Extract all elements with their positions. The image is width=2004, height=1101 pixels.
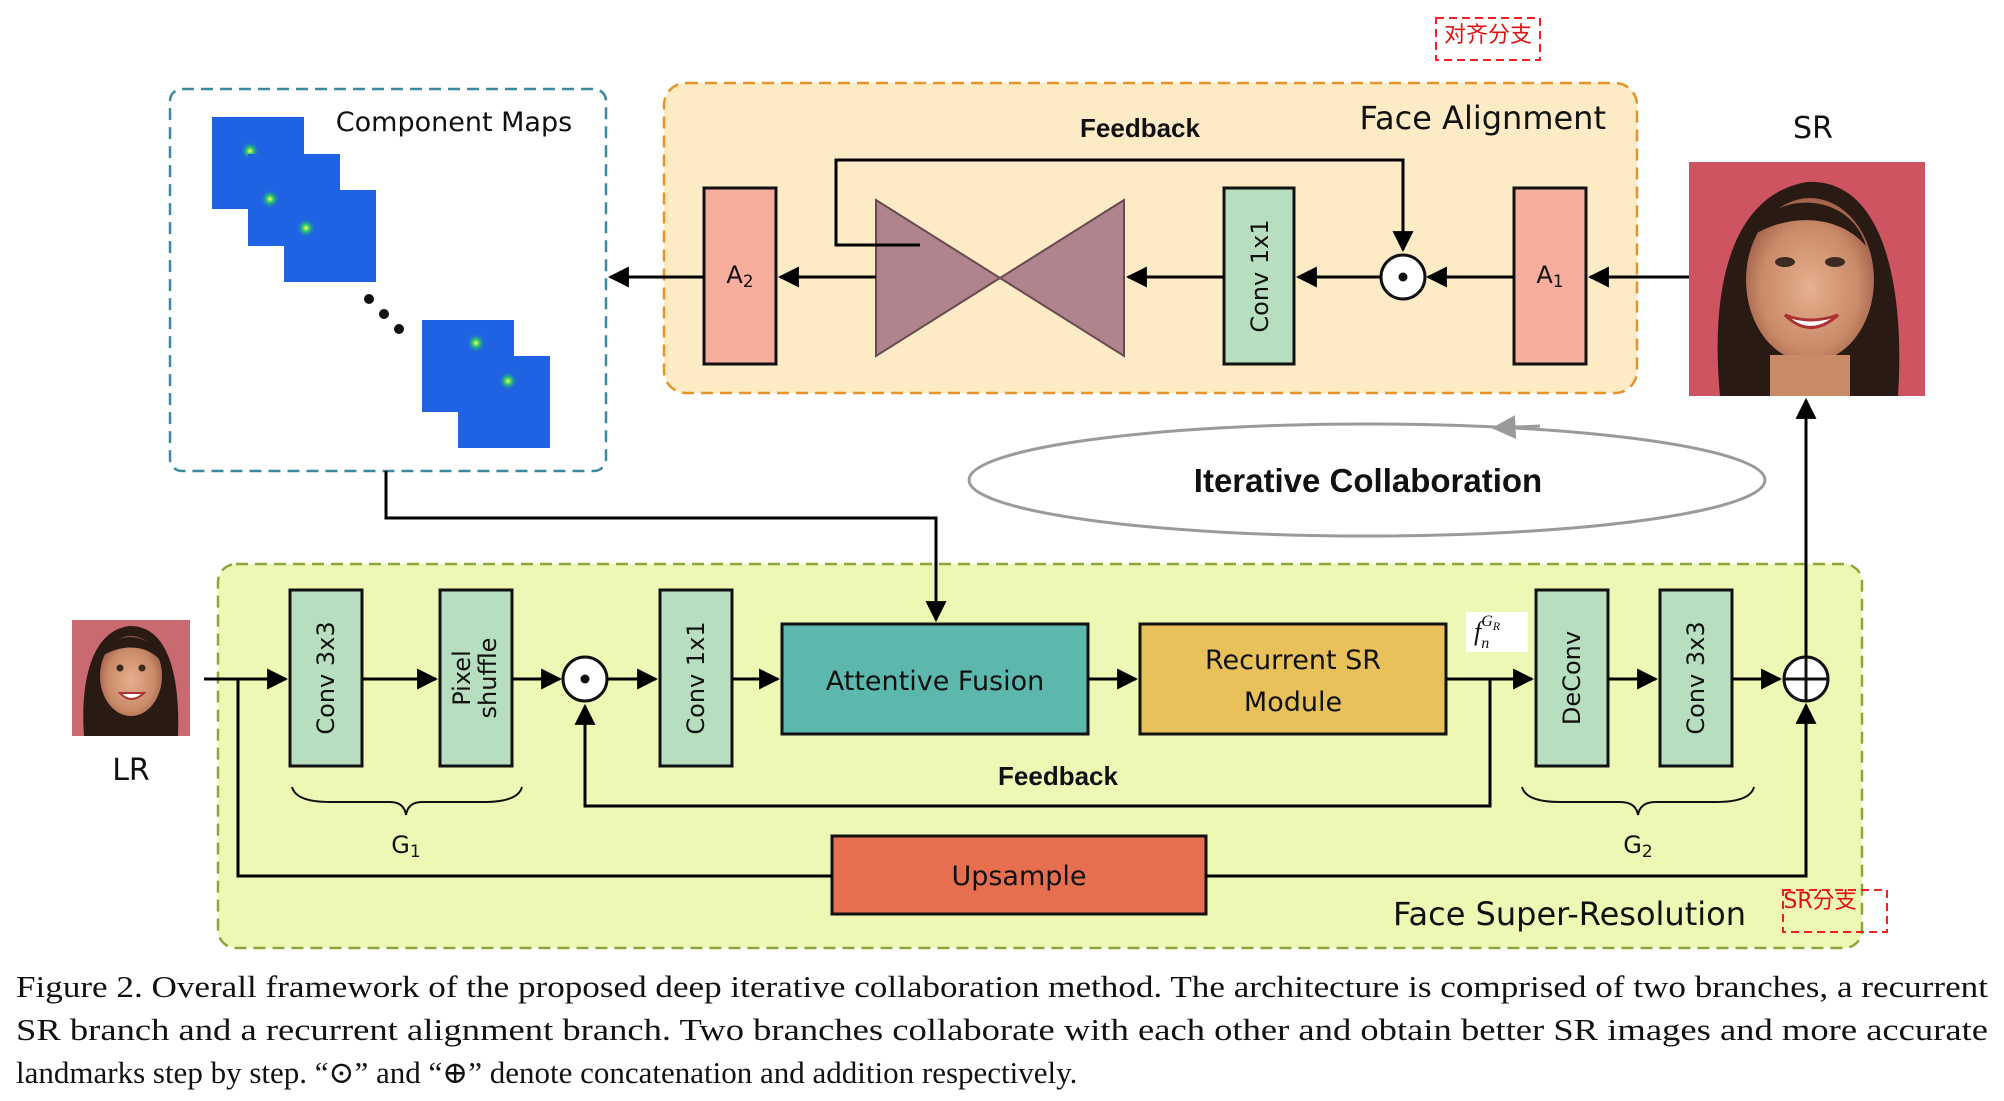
sr-face-image	[1689, 162, 1925, 396]
face-alignment-title: Face Alignment	[1360, 99, 1606, 137]
deconv-block	[1534, 588, 1610, 768]
recurrent-sr-line1: Recurrent SR	[1205, 645, 1381, 676]
upsample-label: Upsample	[951, 861, 1086, 892]
sr-branch-annotation: SR分支	[1782, 889, 1888, 933]
face-alignment-panel: Face Alignment Feedback A2 Conv 1x1 A1	[607, 81, 1698, 395]
sr-conv1x1-block	[658, 588, 734, 768]
face-sr-panel: Face Super-Resolution Conv 3x3 Pixel shu…	[204, 562, 1864, 950]
heatmap-stack-top	[212, 117, 376, 282]
sr-conv3x3-label: Conv 3x3	[312, 621, 340, 734]
sr-branch-note: SR分支	[1783, 889, 1856, 914]
lr-face-image	[72, 620, 190, 736]
attentive-fusion-label: Attentive Fusion	[826, 666, 1045, 697]
recurrent-sr-line2: Module	[1244, 687, 1342, 718]
caption-line-1: Figure 2. Overall framework of the propo…	[16, 969, 1988, 1004]
ellipsis-dots	[364, 294, 404, 334]
g1-label: G1	[391, 831, 420, 862]
component-maps-title: Component Maps	[336, 107, 572, 138]
pixel-shuffle-line2: shuffle	[474, 638, 502, 719]
sr-conv3x3b-block	[1658, 588, 1734, 768]
pixel-shuffle-block	[438, 588, 514, 768]
alignment-branch-note: 对齐分支	[1444, 23, 1532, 48]
caption-line-2: SR branch and a recurrent alignment bran…	[16, 1012, 1988, 1047]
alignment-feedback-label: Feedback	[1080, 113, 1200, 143]
sr-output-label: SR	[1793, 111, 1833, 146]
hourglass-right	[998, 198, 1125, 358]
upsample-block	[830, 834, 1208, 916]
alignment-conv-label: Conv 1x1	[1246, 219, 1274, 332]
heatmap-stack-bottom	[422, 320, 550, 448]
iterative-collaboration: Iterative Collaboration	[967, 415, 1767, 538]
sr-conv3x3b-label: Conv 3x3	[1682, 621, 1710, 734]
iterative-collaboration-label: Iterative Collaboration	[1194, 462, 1542, 499]
pixel-shuffle-line1: Pixel	[448, 650, 476, 706]
alignment-conv-block	[1222, 186, 1296, 366]
a1-label: A1	[1536, 261, 1563, 292]
figure-caption: Figure 2. Overall framework of the propo…	[16, 969, 1988, 1090]
sr-feedback-label: Feedback	[998, 761, 1118, 791]
feature-label: fnGR	[1474, 613, 1501, 652]
alignment-branch-annotation: 对齐分支	[1435, 17, 1541, 61]
deconv-label: DeConv	[1558, 631, 1586, 725]
component-maps-panel: Component Maps	[168, 87, 608, 473]
caption-line-3: landmarks step by step. “⊙” and “⊕” deno…	[16, 1055, 1077, 1090]
attentive-fusion-block	[780, 622, 1090, 736]
face-sr-title: Face Super-Resolution	[1393, 895, 1746, 933]
lr-input-label: LR	[112, 753, 150, 788]
sr-conv1x1-label: Conv 1x1	[682, 621, 710, 734]
